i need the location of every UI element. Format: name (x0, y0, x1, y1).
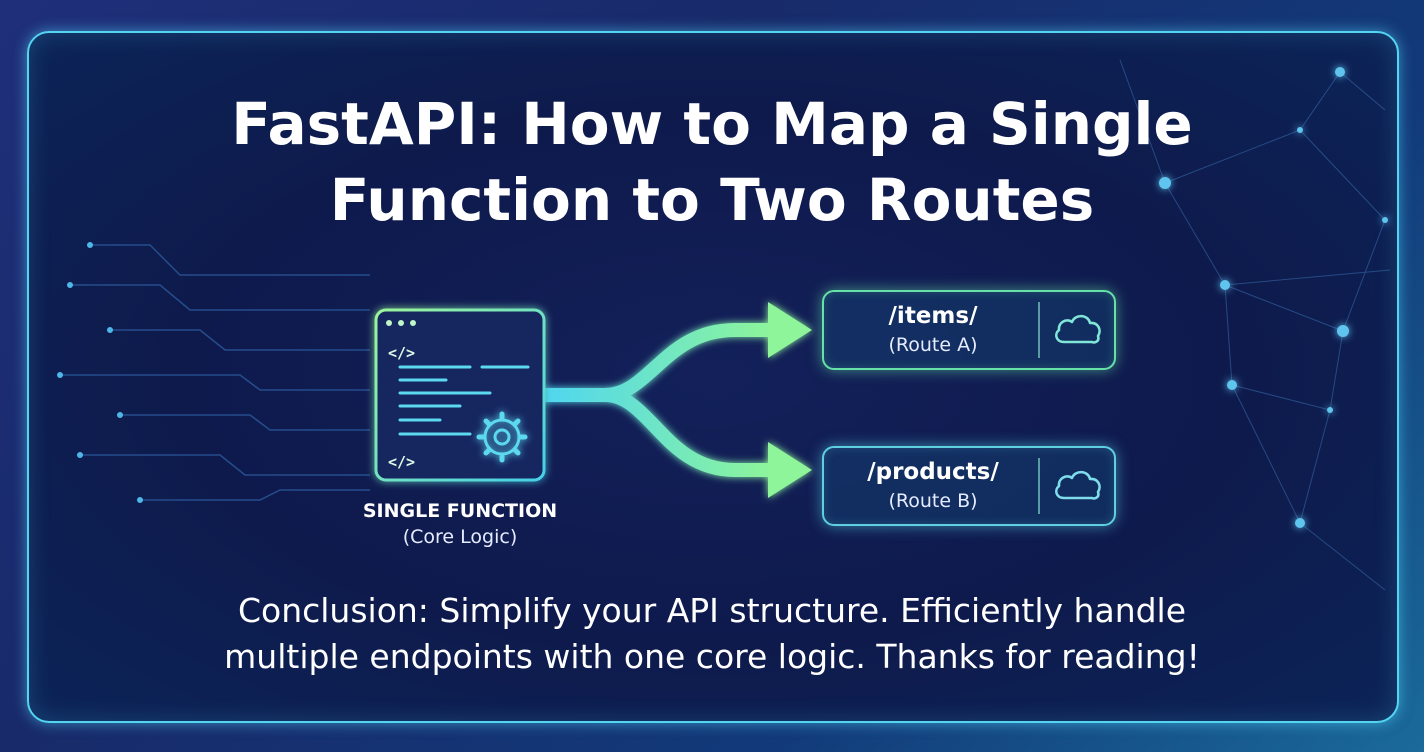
conclusion-line-1: Conclusion: Simplify your API structure.… (237, 591, 1187, 630)
code-window-icon (374, 308, 546, 482)
arrow-head-route-a (768, 302, 812, 358)
arrow-head-route-b (768, 442, 812, 498)
title-line-1: FastAPI: How to Map a Single (231, 90, 1193, 158)
conclusion-line-2: multiple endpoints with one core logic. … (224, 637, 1200, 676)
page-title: FastAPI: How to Map a Single Function to… (0, 86, 1424, 238)
route-box-products: /products/ (Route B) (822, 446, 1116, 526)
cloud-icon (1054, 314, 1101, 344)
function-label: SINGLE FUNCTION (Core Logic) (330, 498, 590, 550)
function-subtitle: (Core Logic) (402, 526, 518, 548)
network-nodes (1159, 67, 1388, 528)
title-line-2: Function to Two Routes (329, 166, 1095, 234)
code-tag-top: </> (388, 344, 415, 362)
route-text: /products/ (Route B) (824, 456, 1042, 514)
cloud-icon (1054, 470, 1101, 500)
route-box-items: /items/ (Route A) (822, 290, 1116, 370)
diagram-frame (27, 31, 1399, 723)
route-connector (538, 302, 812, 498)
route-text: /items/ (Route A) (824, 300, 1042, 358)
route-label: (Route B) (888, 490, 978, 512)
route-divider (1038, 458, 1040, 514)
network-decoration (1119, 59, 1391, 591)
code-tag-bottom: </> (388, 453, 415, 471)
route-label: (Route A) (888, 334, 978, 356)
route-path: /items/ (888, 303, 978, 329)
conclusion-text: Conclusion: Simplify your API structure.… (0, 588, 1424, 680)
circuit-decoration (60, 244, 370, 501)
route-path: /products/ (867, 459, 999, 485)
route-divider (1038, 302, 1040, 358)
function-title: SINGLE FUNCTION (362, 500, 558, 522)
gear-icon (476, 411, 528, 463)
circuit-nodes (57, 242, 143, 503)
